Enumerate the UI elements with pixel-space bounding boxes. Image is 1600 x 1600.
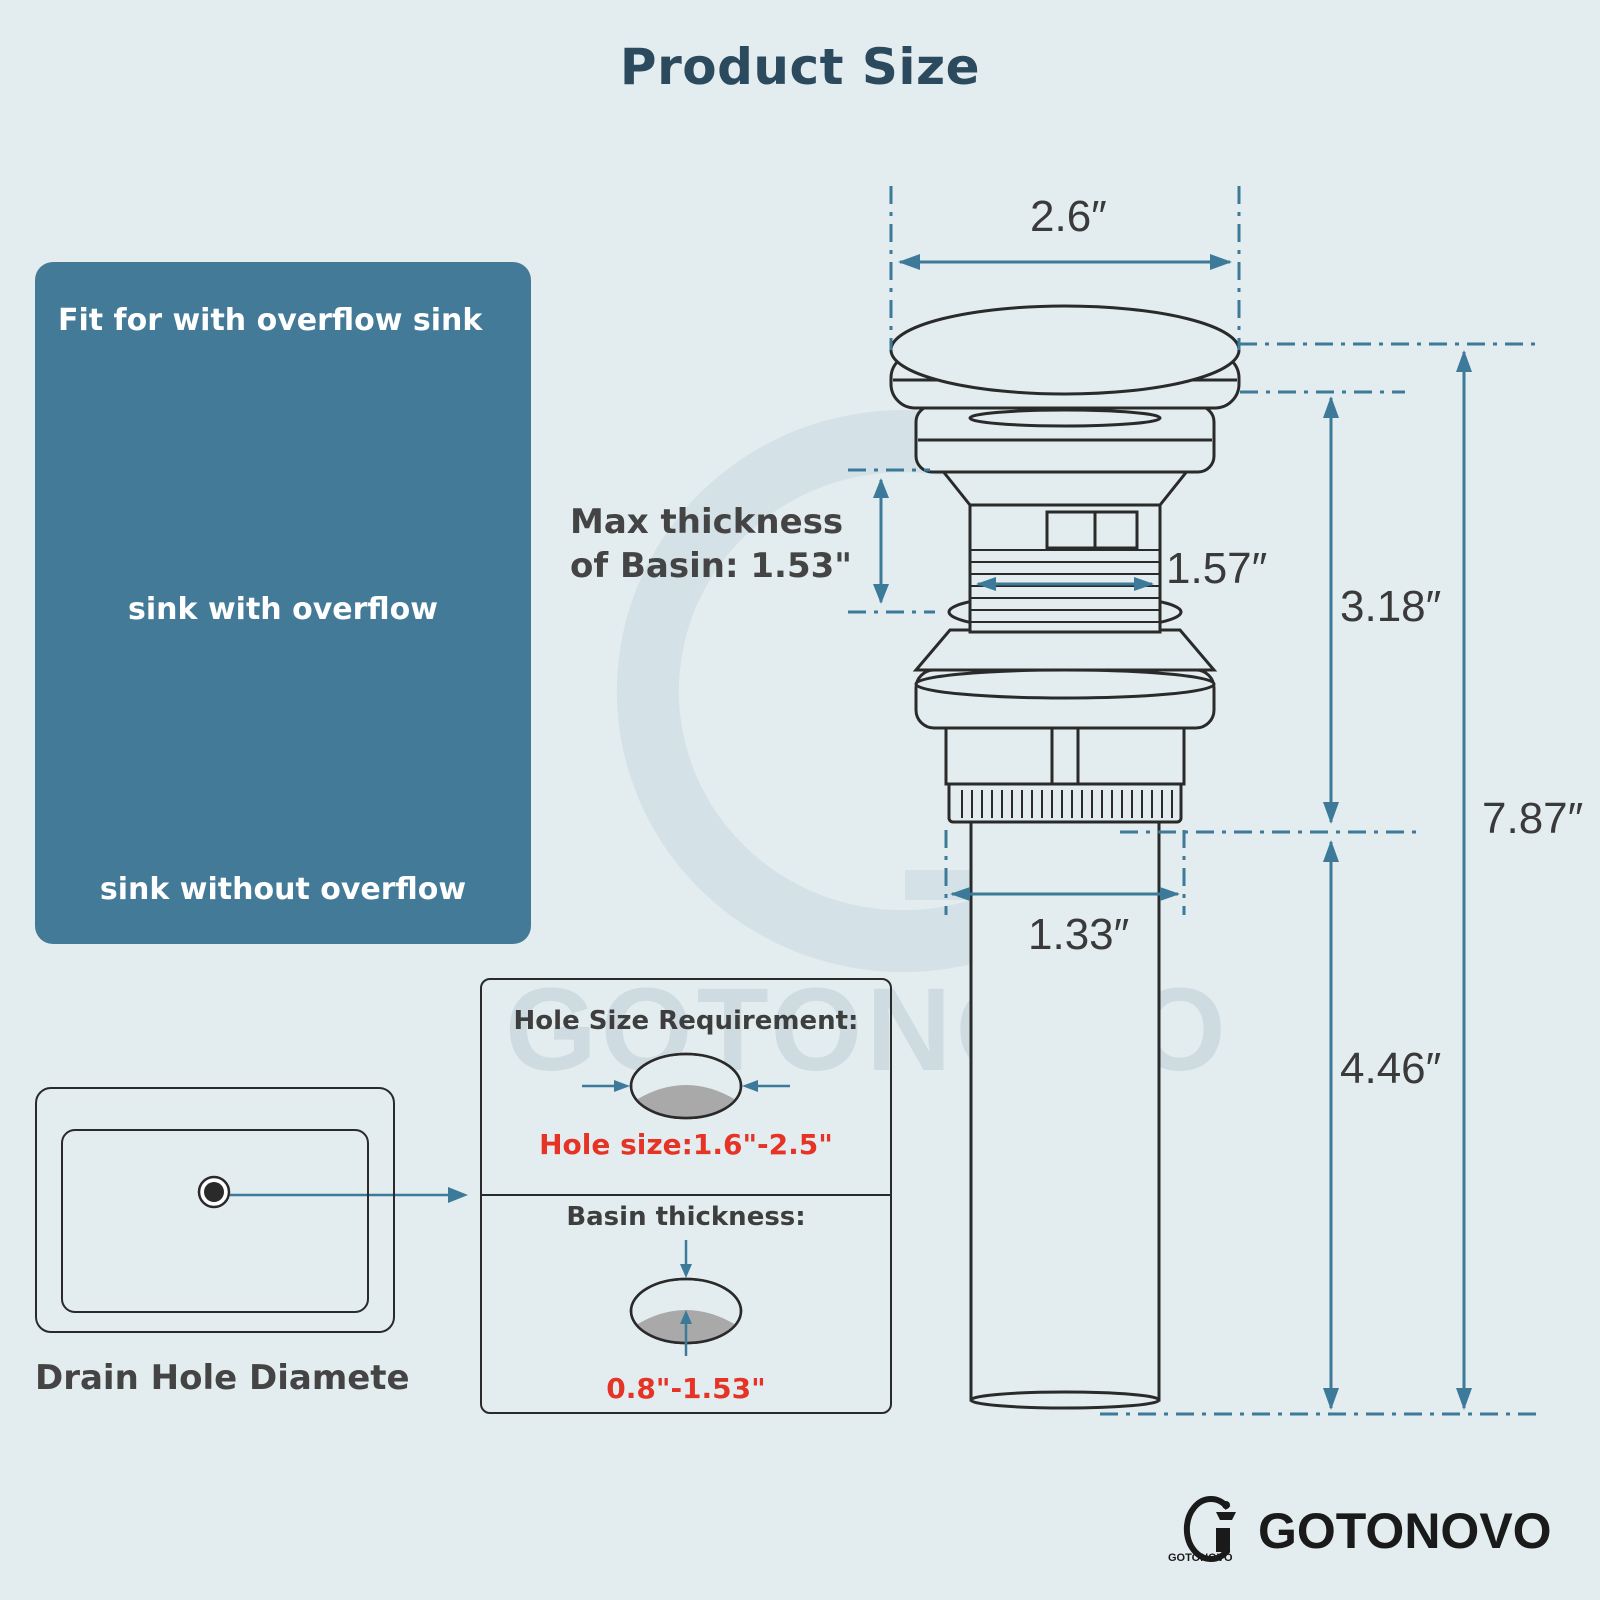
page-title: Product Size: [619, 38, 981, 96]
dimension-top-width: 2.6″: [1030, 192, 1107, 241]
hole-size-value: Hole size:1.6"-2.5": [539, 1128, 833, 1161]
dimension-arrows: [873, 254, 1472, 1410]
sink-with-overflow-label: sink with overflow: [128, 592, 438, 627]
brand-logo-icon: [1183, 1496, 1236, 1562]
basin-thickness-value: 0.8"-1.53": [606, 1372, 766, 1405]
drain-hole-label: Drain Hole Diamete: [35, 1358, 410, 1398]
drain-pointer-arrow: [230, 1187, 468, 1203]
requirements-box: [480, 978, 892, 1414]
fit-panel-heading: Fit for with overflow sink: [58, 303, 483, 338]
brand-name: GOTONOVO: [1258, 1503, 1552, 1559]
drain-product: [889, 304, 1241, 1410]
dimension-pipe-width: 1.33″: [1028, 910, 1130, 959]
brand-logo-text: GOTONOVO: [1168, 1552, 1233, 1564]
dimension-upper-height: 3.18″: [1340, 582, 1442, 631]
dimension-thread-width: 1.57″: [1166, 544, 1268, 593]
max-thickness-line1: Max thickness: [570, 502, 844, 542]
hole-size-heading: Hole Size Requirement:: [513, 1006, 859, 1036]
drain-hole-icon: [197, 1175, 231, 1209]
hole-size-graphic: [582, 1052, 790, 1120]
fit-panel: [35, 262, 531, 944]
sink-top-view-outer: [35, 1087, 395, 1333]
basin-thickness-graphic: [629, 1240, 743, 1356]
sink-top-view-basin: [61, 1129, 369, 1313]
dimension-total-height: 7.87″: [1482, 794, 1584, 843]
sink-without-overflow-label: sink without overflow: [99, 872, 467, 907]
dimension-pipe-height: 4.46″: [1340, 1044, 1442, 1093]
basin-thickness-heading: Basin thickness:: [566, 1202, 806, 1232]
requirements-divider: [480, 1194, 892, 1196]
max-thickness-line2: of Basin: 1.53": [570, 546, 852, 586]
extension-lines: [848, 186, 1540, 1416]
